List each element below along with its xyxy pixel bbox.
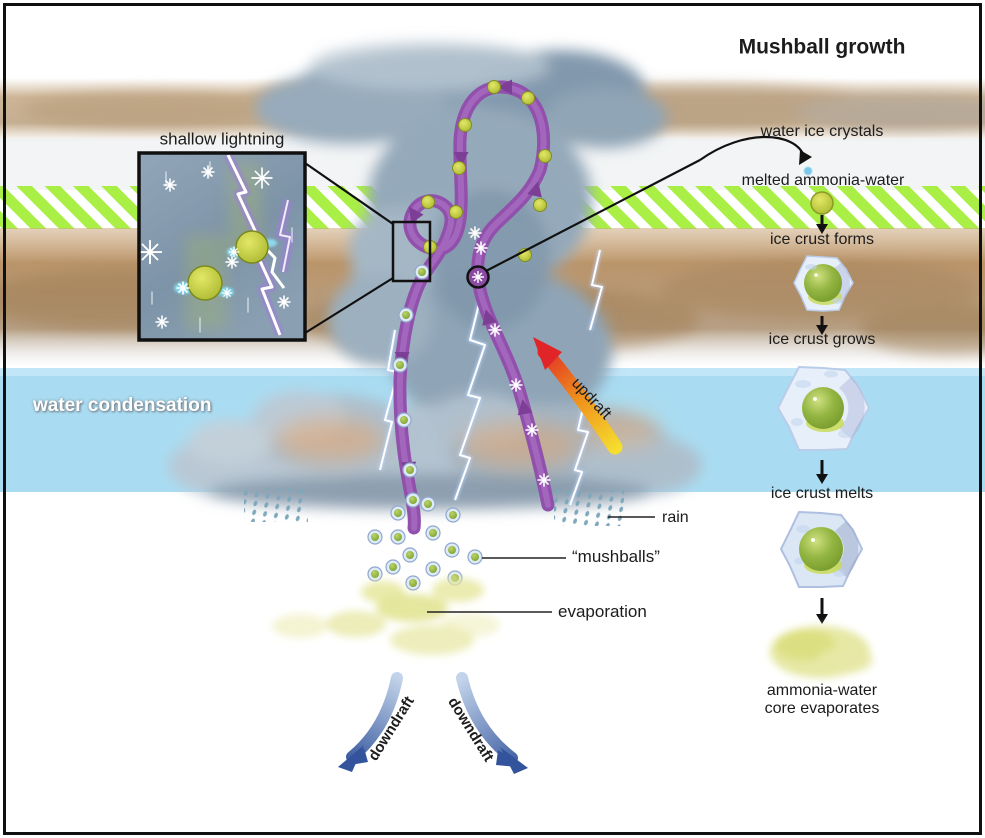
downdraft-arrow-left bbox=[338, 672, 403, 772]
melted-ammonia-ball bbox=[810, 191, 834, 215]
inset-mushball-1 bbox=[227, 230, 277, 264]
downdraft-arrow-right bbox=[456, 672, 528, 774]
step-water-ice-crystals: water ice crystals bbox=[760, 123, 884, 141]
step-ice-crust-melts: ice crust melts bbox=[770, 485, 874, 503]
step-core-evaporates: ammonia-water core evaporates bbox=[737, 682, 907, 717]
step-ice-crust-forms: ice crust forms bbox=[769, 231, 875, 249]
leader-lines bbox=[427, 516, 655, 613]
particle-callout bbox=[466, 135, 812, 289]
shallow-lightning-label: shallow lightning bbox=[159, 129, 285, 149]
mushballs-label: “mushballs” bbox=[572, 547, 660, 566]
zoom-source-box bbox=[391, 220, 432, 283]
step-melted-ammonia-water: melted ammonia-water bbox=[741, 172, 905, 190]
rain-left bbox=[244, 488, 308, 522]
water-condensation-label: water condensation bbox=[33, 395, 212, 416]
inset-mushball-2 bbox=[174, 265, 234, 301]
rain-right bbox=[554, 490, 624, 526]
lightning-bolts bbox=[377, 249, 605, 506]
evaporation-clouds bbox=[272, 578, 500, 655]
core-evaporates-line1: ammonia-water bbox=[766, 682, 878, 699]
shallow-lightning-inset bbox=[137, 151, 307, 342]
step-ice-crust-grows: ice crust grows bbox=[768, 331, 876, 349]
inset-border bbox=[137, 151, 307, 342]
core-evaporates-cloud bbox=[770, 626, 873, 678]
rain-label: rain bbox=[662, 509, 689, 526]
growth-sequence-graphics bbox=[770, 165, 873, 678]
updraft-arrow bbox=[533, 337, 623, 455]
iceball-grows bbox=[776, 365, 871, 451]
water-ice-droplet bbox=[802, 165, 814, 177]
iceball-melts bbox=[779, 510, 864, 588]
falling-mushballs bbox=[367, 496, 483, 591]
page-title: Mushball growth bbox=[738, 35, 906, 59]
inset-callout bbox=[304, 162, 432, 334]
callout-arrowhead bbox=[799, 150, 812, 165]
evaporation-label: evaporation bbox=[558, 602, 647, 621]
lightning-glow bbox=[275, 412, 660, 469]
core-evaporates-line2: core evaporates bbox=[764, 699, 880, 717]
iceball-forms bbox=[793, 255, 854, 312]
